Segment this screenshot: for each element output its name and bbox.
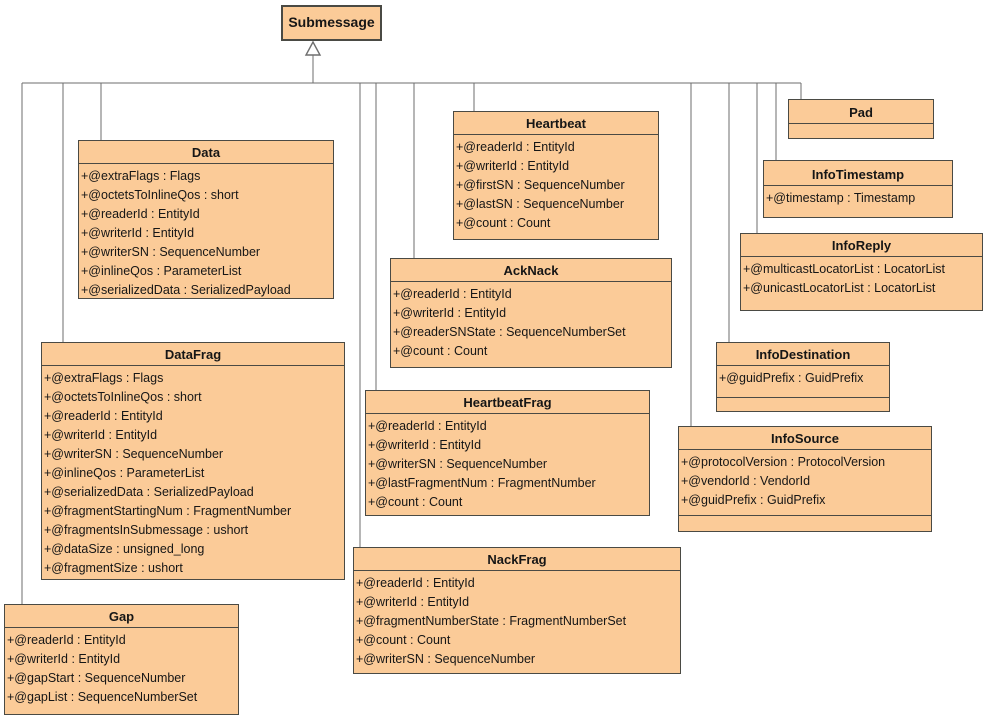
class-box-gap: Gap +@readerId : EntityId +@writerId : En… bbox=[4, 604, 239, 715]
class-attribute: +@writerId : EntityId bbox=[368, 438, 482, 452]
class-box-infodestination: InfoDestination +@guidPrefix : GuidPrefi… bbox=[716, 342, 890, 412]
class-title: Heartbeat bbox=[454, 112, 658, 135]
class-attributes: +@extraFlags : Flags +@octetsToInlineQos … bbox=[79, 164, 333, 298]
class-title: Gap bbox=[5, 605, 238, 628]
class-attribute: +@writerId : EntityId bbox=[456, 159, 570, 173]
class-attributes: +@multicastLocatorList : LocatorList +@un… bbox=[741, 257, 982, 310]
class-attribute: +@protocolVersion : ProtocolVersion bbox=[681, 455, 886, 469]
class-attribute: +@serializedData : SerializedPayload bbox=[81, 283, 291, 297]
class-attribute: +@guidPrefix : GuidPrefix bbox=[719, 371, 864, 385]
class-attributes: +@protocolVersion : ProtocolVersion +@ven… bbox=[679, 450, 931, 515]
class-attribute: +@firstSN : SequenceNumber bbox=[456, 178, 625, 192]
class-attribute: +@readerId : EntityId bbox=[44, 409, 163, 423]
class-title: Pad bbox=[789, 100, 933, 124]
class-attribute: +@count : Count bbox=[456, 216, 551, 230]
class-attribute: +@multicastLocatorList : LocatorList bbox=[743, 262, 946, 276]
class-attribute: +@fragmentSize : ushort bbox=[44, 561, 183, 575]
class-attribute: +@writerId : EntityId bbox=[393, 306, 507, 320]
class-attribute: +@timestamp : Timestamp bbox=[766, 191, 916, 205]
class-attribute: +@inlineQos : ParameterList bbox=[81, 264, 242, 278]
class-attributes: +@readerId : EntityId +@writerId : Entity… bbox=[391, 282, 671, 367]
class-attribute: +@writerSN : SequenceNumber bbox=[356, 652, 536, 666]
class-title: Submessage bbox=[288, 14, 375, 30]
class-attribute: +@writerId : EntityId bbox=[7, 652, 121, 666]
class-attribute: +@count : Count bbox=[393, 344, 488, 358]
class-attribute: +@octetsToInlineQos : short bbox=[81, 188, 239, 202]
class-attributes: +@timestamp : Timestamp bbox=[764, 186, 952, 217]
class-attributes: +@guidPrefix : GuidPrefix bbox=[717, 366, 889, 397]
class-attribute: +@readerId : EntityId bbox=[81, 207, 200, 221]
class-attribute: +@extraFlags : Flags bbox=[44, 371, 164, 385]
class-box-nackfrag: NackFrag +@readerId : EntityId +@writerId… bbox=[353, 547, 681, 674]
class-attribute: +@octetsToInlineQos : short bbox=[44, 390, 202, 404]
class-attribute: +@count : Count bbox=[368, 495, 463, 509]
class-attributes: +@extraFlags : Flags +@octetsToInlineQos … bbox=[42, 366, 344, 579]
class-attribute: +@readerId : EntityId bbox=[456, 140, 575, 154]
empty-operations-compartment bbox=[717, 397, 889, 411]
class-attribute: +@fragmentStartingNum : FragmentNumber bbox=[44, 504, 292, 518]
class-attribute: +@lastFragmentNum : FragmentNumber bbox=[368, 476, 596, 490]
class-attributes: +@readerId : EntityId +@writerId : Entity… bbox=[5, 628, 238, 714]
class-attribute: +@vendorId : VendorId bbox=[681, 474, 811, 488]
class-attribute: +@readerId : EntityId bbox=[7, 633, 126, 647]
class-box-heartbeatfrag: HeartbeatFrag +@readerId : EntityId +@wri… bbox=[365, 390, 650, 516]
class-attribute: +@writerSN : SequenceNumber bbox=[81, 245, 261, 259]
class-title: InfoDestination bbox=[717, 343, 889, 366]
class-box-submessage: Submessage bbox=[281, 5, 382, 41]
class-title: NackFrag bbox=[354, 548, 680, 571]
class-attribute: +@writerSN : SequenceNumber bbox=[368, 457, 548, 471]
class-title: InfoTimestamp bbox=[764, 161, 952, 186]
class-attribute: +@writerSN : SequenceNumber bbox=[44, 447, 224, 461]
class-box-datafrag: DataFrag +@extraFlags : Flags +@octetsToI… bbox=[41, 342, 345, 580]
class-attribute: +@inlineQos : ParameterList bbox=[44, 466, 205, 480]
class-attribute: +@fragmentNumberState : FragmentNumberSe… bbox=[356, 614, 627, 628]
class-attribute: +@readerSNState : SequenceNumberSet bbox=[393, 325, 626, 339]
class-title: AckNack bbox=[391, 259, 671, 282]
empty-operations-compartment bbox=[679, 515, 931, 531]
class-title: HeartbeatFrag bbox=[366, 391, 649, 414]
class-attribute: +@writerId : EntityId bbox=[81, 226, 195, 240]
class-attribute: +@readerId : EntityId bbox=[356, 576, 475, 590]
class-box-infosource: InfoSource +@protocolVersion : ProtocolV… bbox=[678, 426, 932, 532]
class-attributes: +@readerId : EntityId +@writerId : Entity… bbox=[454, 135, 658, 239]
class-title: Data bbox=[79, 141, 333, 164]
class-attribute: +@unicastLocatorList : LocatorList bbox=[743, 281, 936, 295]
class-attribute: +@writerId : EntityId bbox=[44, 428, 158, 442]
class-box-pad: Pad bbox=[788, 99, 934, 139]
class-attribute: +@lastSN : SequenceNumber bbox=[456, 197, 624, 211]
class-attribute: +@dataSize : unsigned_long bbox=[44, 542, 205, 556]
class-box-infotimestamp: InfoTimestamp +@timestamp : Timestamp bbox=[763, 160, 953, 218]
class-attribute: +@readerId : EntityId bbox=[393, 287, 512, 301]
class-attribute: +@writerId : EntityId bbox=[356, 595, 470, 609]
class-attribute: +@fragmentsInSubmessage : ushort bbox=[44, 523, 249, 537]
class-attribute: +@extraFlags : Flags bbox=[81, 169, 201, 183]
class-attributes: +@readerId : EntityId +@writerId : Entity… bbox=[354, 571, 680, 673]
class-title: InfoReply bbox=[741, 234, 982, 257]
class-attribute: +@gapStart : SequenceNumber bbox=[7, 671, 186, 685]
class-title: InfoSource bbox=[679, 427, 931, 450]
class-attribute: +@count : Count bbox=[356, 633, 451, 647]
class-title: DataFrag bbox=[42, 343, 344, 366]
class-box-acknack: AckNack +@readerId : EntityId +@writerId … bbox=[390, 258, 672, 368]
class-attribute: +@guidPrefix : GuidPrefix bbox=[681, 493, 826, 507]
empty-attributes-compartment bbox=[789, 124, 933, 138]
generalization-arrow-icon bbox=[304, 40, 322, 56]
class-attributes: +@readerId : EntityId +@writerId : Entity… bbox=[366, 414, 649, 515]
class-box-inforeply: InfoReply +@multicastLocatorList : Locat… bbox=[740, 233, 983, 311]
class-box-heartbeat: Heartbeat +@readerId : EntityId +@writerI… bbox=[453, 111, 659, 240]
class-attribute: +@gapList : SequenceNumberSet bbox=[7, 690, 198, 704]
class-box-data: Data +@extraFlags : Flags +@octetsToInlin… bbox=[78, 140, 334, 299]
class-attribute: +@readerId : EntityId bbox=[368, 419, 487, 433]
class-attribute: +@serializedData : SerializedPayload bbox=[44, 485, 254, 499]
